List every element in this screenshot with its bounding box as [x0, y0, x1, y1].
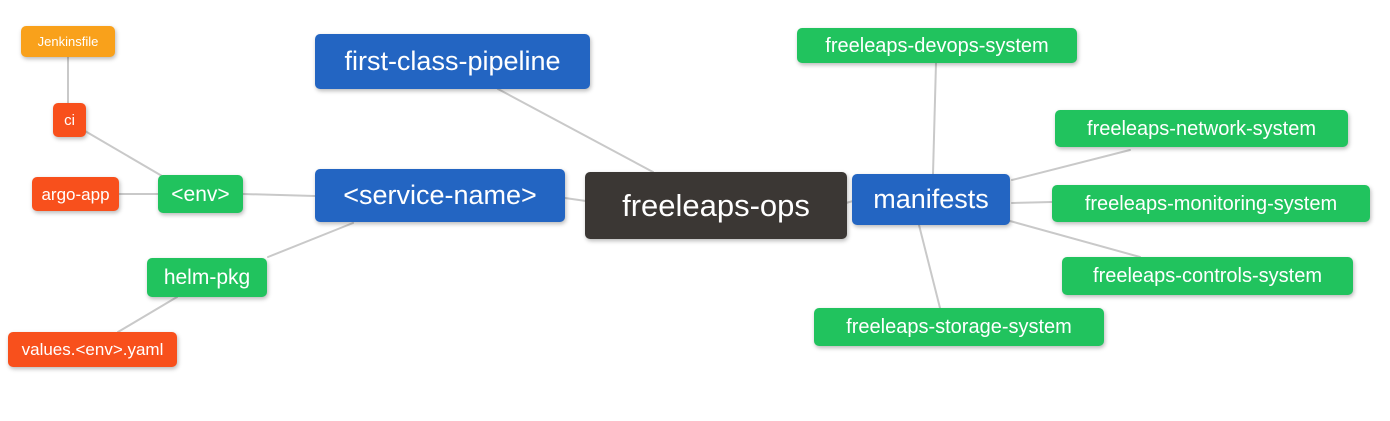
node-manifests[interactable]: manifests: [852, 174, 1010, 225]
edge-helm-pkg-service-name: [267, 222, 354, 258]
node-env[interactable]: <env>: [158, 175, 243, 213]
node-freeleaps-ops[interactable]: freeleaps-ops: [585, 172, 847, 239]
node-freeleaps-controls-system[interactable]: freeleaps-controls-system: [1062, 257, 1353, 295]
edge-manifests-devops-system: [932, 62, 937, 175]
edge-service-name-freeleaps-ops: [564, 197, 587, 202]
node-jenkinsfile[interactable]: Jenkinsfile: [21, 26, 115, 57]
edge-manifests-storage-system: [918, 224, 941, 309]
node-ci[interactable]: ci: [53, 103, 86, 137]
node-service-name[interactable]: <service-name>: [315, 169, 565, 222]
edge-manifests-controls-system: [1009, 220, 1141, 258]
edge-manifests-network-system: [1011, 149, 1131, 181]
edge-freeleaps-ops-manifests: [845, 200, 854, 204]
node-freeleaps-monitoring-system[interactable]: freeleaps-monitoring-system: [1052, 185, 1370, 222]
node-freeleaps-network-system[interactable]: freeleaps-network-system: [1055, 110, 1348, 147]
node-helm-pkg[interactable]: helm-pkg: [147, 258, 267, 297]
node-freeleaps-devops-system[interactable]: freeleaps-devops-system: [797, 28, 1077, 63]
edge-helm-pkg-values-yaml: [117, 296, 178, 333]
node-argo-app[interactable]: argo-app: [32, 177, 119, 211]
edge-manifests-monitoring-system: [1011, 201, 1053, 204]
edge-env-service-name: [242, 193, 316, 197]
node-freeleaps-storage-system[interactable]: freeleaps-storage-system: [814, 308, 1104, 346]
edge-ci-env: [84, 130, 163, 177]
node-values-env-yaml[interactable]: values.<env>.yaml: [8, 332, 177, 367]
edge-first-class-pipeline-freeleaps-ops: [497, 88, 654, 173]
node-first-class-pipeline[interactable]: first-class-pipeline: [315, 34, 590, 89]
